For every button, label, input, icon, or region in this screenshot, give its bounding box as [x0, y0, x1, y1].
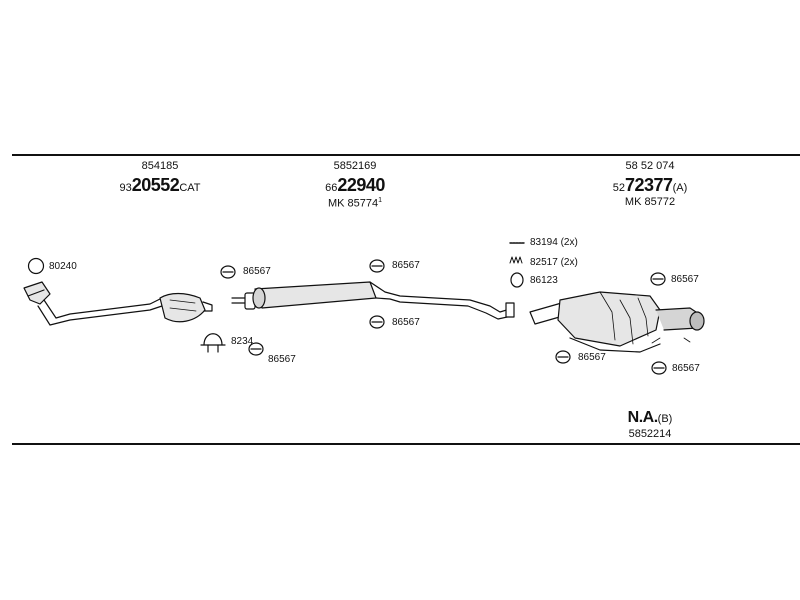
bolt-83194-label: 83194 (2x) [530, 237, 578, 248]
front-oe-number: 9320552CAT [119, 175, 201, 195]
middle-mk-number: MK 857741 [327, 197, 383, 210]
clamp-icon [650, 272, 666, 286]
clamp-icon [555, 350, 571, 364]
clamp-8234-label: 8234 [231, 336, 254, 347]
clamp-86567-label: 86567 [243, 266, 271, 277]
rear-oe-number: 5272377(A) [612, 175, 688, 195]
rear-silencer [529, 291, 705, 353]
clamp-86567-label: 86567 [578, 352, 606, 363]
gasket-80240-label: 80240 [49, 261, 77, 272]
clamp-86567-icons [220, 259, 667, 375]
gasket-icon [27, 257, 45, 275]
middle-silencer [231, 281, 515, 320]
front-part-number: 854185 [141, 160, 179, 172]
front-pipe-cat [23, 281, 213, 326]
clamp-icon [248, 342, 264, 356]
top-divider [12, 154, 800, 156]
clamp-icon [220, 265, 236, 279]
clamp-86567-label: 86567 [392, 260, 420, 271]
ring-icon [510, 272, 524, 288]
clamp-86567-label: 86567 [268, 354, 296, 365]
bottom-divider [12, 443, 800, 445]
clamp-icon [369, 259, 385, 273]
u-clamp-icon [200, 333, 226, 353]
clamp-86567-label: 86567 [672, 363, 700, 374]
middle-part-number: 5852169 [333, 160, 377, 172]
clamp-86567-label: 86567 [671, 274, 699, 285]
clamp-86567-label: 86567 [392, 317, 420, 328]
rear-mk-number: MK 85772 [624, 196, 676, 208]
footer-part-number: 5852214 [628, 428, 672, 440]
clamp-icon [651, 361, 667, 375]
clamp-icon [369, 315, 385, 329]
spring-82517-label: 82517 (2x) [530, 257, 578, 268]
spring-icon [509, 256, 523, 264]
ring-86123-label: 86123 [530, 275, 558, 286]
footer-oe-number: N.A.(B) [627, 409, 673, 426]
middle-oe-number: 6622940 [325, 175, 385, 195]
rear-part-number: 58 52 074 [625, 160, 675, 172]
